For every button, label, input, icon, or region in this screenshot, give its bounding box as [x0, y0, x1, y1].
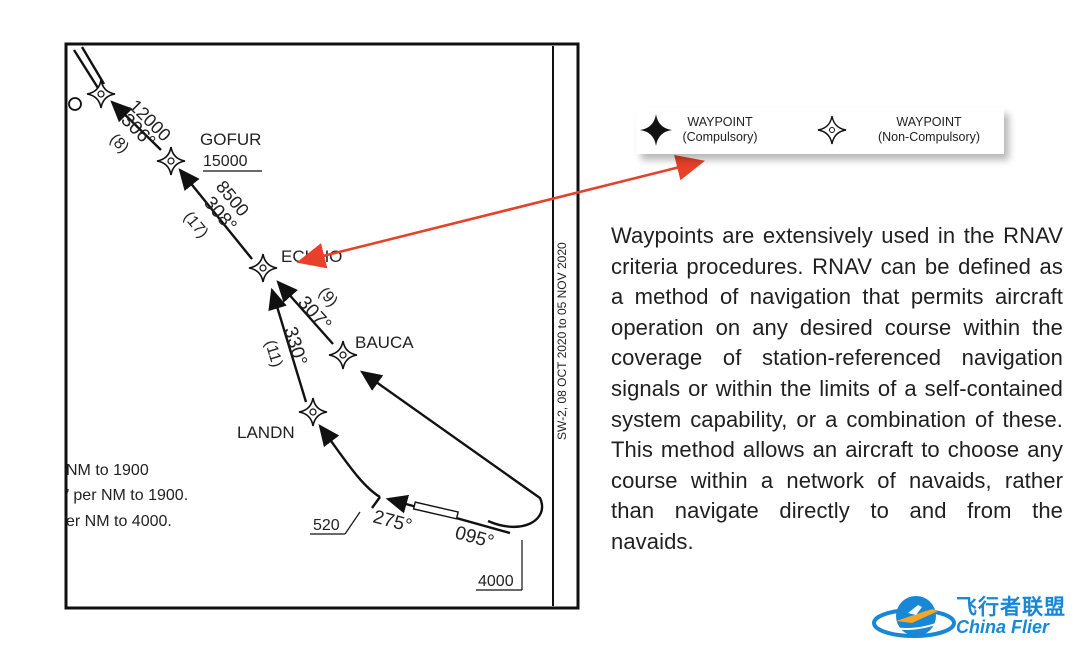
- logo-text-en: China Flier: [956, 617, 1050, 637]
- fix-bauca-label: BAUCA: [355, 333, 414, 352]
- legend-non-compulsory-line2: (Non-Compulsory): [878, 130, 980, 144]
- china-flier-logo: 飞行者联盟 China Flier: [872, 583, 1077, 649]
- fix-echho-label: ECHHO: [281, 247, 342, 266]
- chart-edge-text: SW-2, 08 OCT 2020 to 05 NOV 2020: [555, 242, 569, 440]
- non-compulsory-waypoint-icon: [817, 115, 847, 145]
- note-line-2: ’ per NM to 1900.: [66, 487, 188, 504]
- compulsory-waypoint-icon: [640, 114, 672, 146]
- waypoint-legend: WAYPOINT (Compulsory) WAYPOINT (Non-Comp…: [636, 108, 1004, 154]
- note-line-3: er NM to 4000.: [66, 513, 172, 530]
- note-line-1: NM to 1900: [66, 462, 149, 479]
- altitude-520-leader: [344, 511, 361, 535]
- waypoint-explanation: Waypoints are extensively used in the RN…: [611, 223, 1063, 554]
- altitude-4000: 4000: [478, 573, 514, 590]
- logo-text-cn: 飞行者联盟: [956, 595, 1066, 619]
- fix-gofur-label: GOFUR: [200, 130, 261, 149]
- altitude-520: 520: [313, 517, 340, 534]
- fix-gofur-altitude: 15000: [203, 153, 248, 170]
- legend-non-compulsory-line1: WAYPOINT: [896, 115, 962, 129]
- route-gap-box: [412, 501, 459, 520]
- fix-landn-label: LANDN: [237, 423, 295, 442]
- callout-arrow: [296, 155, 706, 269]
- legend-compulsory-line1: WAYPOINT: [687, 115, 753, 129]
- legend-compulsory-line2: (Compulsory): [682, 130, 757, 144]
- route-lines: [72, 46, 544, 535]
- fix-circle-icon: [68, 97, 82, 111]
- chart-frame: [64, 42, 580, 610]
